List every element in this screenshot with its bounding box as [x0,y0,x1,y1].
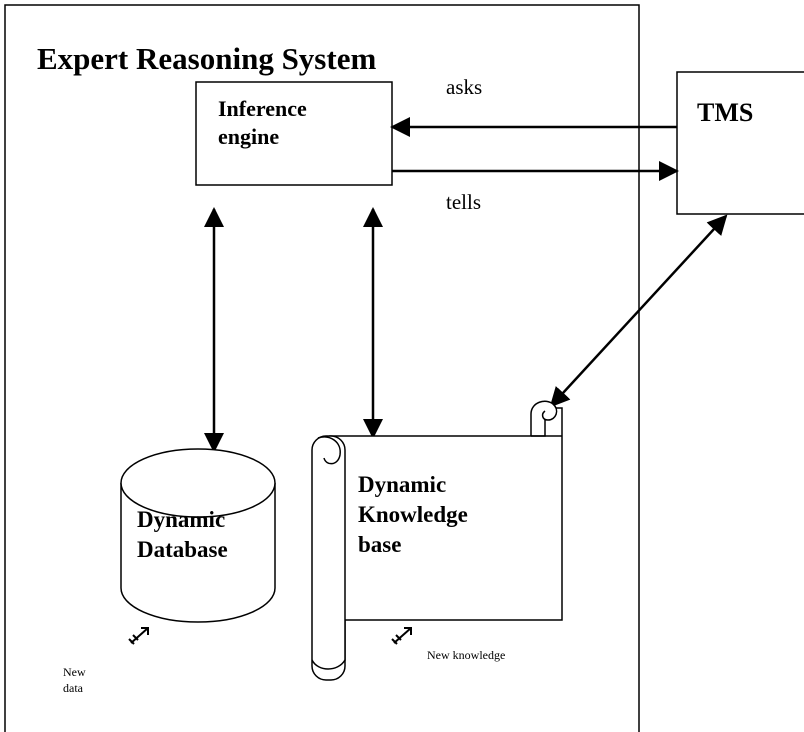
knowledge-scroll[interactable] [311,400,563,681]
tms-knowledge-arrow [549,214,728,408]
dynamic-database-line2: Database [137,536,228,562]
new-knowledge-label: New knowledge [427,648,506,662]
system-title: Expert Reasoning System [37,41,377,76]
inference-engine-line2: engine [218,123,280,149]
dynamic-database-line1: Dynamic [137,507,226,532]
inference-engine-line1: Inference [218,96,307,121]
new-data-line2: data [63,680,83,695]
new-knowledge-arrow-icon [391,627,412,645]
dynamic-knowledge-base-line1: Dynamic [358,472,447,497]
new-data-arrow-icon [128,627,149,645]
dynamic-database-label: Dynamic Database [137,505,228,565]
new-data-label: New data [63,665,86,696]
dynamic-knowledge-base-line2: Knowledge [358,501,468,527]
inference-engine-box[interactable] [195,81,393,186]
tms-label: TMS [697,98,754,127]
dynamic-knowledge-base-label: Dynamic Knowledge base [358,470,468,560]
inference-engine-label: Inference engine [218,95,307,150]
new-data-line1: New [63,665,86,679]
tms-box[interactable] [676,71,804,215]
asks-label: asks [446,75,483,99]
database-cylinder[interactable] [120,448,276,623]
dynamic-knowledge-base-line3: base [358,531,402,557]
tells-label: tells [446,190,481,214]
